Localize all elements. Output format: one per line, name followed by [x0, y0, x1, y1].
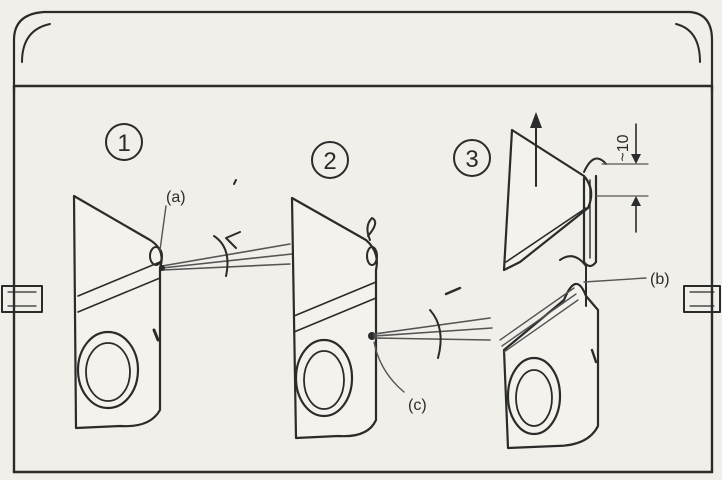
step-2-badge [311, 141, 349, 179]
step-3-number: 3 [465, 146, 478, 173]
step-2-illustration: 2 (c) [290, 141, 493, 440]
step-1-illustration: 1 (a) [72, 123, 293, 430]
callout-c-label: (c) [408, 397, 427, 414]
callout-a-label: (a) [166, 189, 186, 206]
step-3-badge [453, 139, 491, 177]
step-3-illustration: 3 ~10 (b) [453, 112, 670, 450]
callout-b-label: (b) [650, 271, 670, 288]
step-2-number: 2 [323, 148, 336, 175]
dimension-label: ~10 [615, 134, 632, 161]
step-1-badge [105, 123, 143, 161]
housing-frame [1, 10, 721, 474]
step-1-number: 1 [117, 130, 130, 157]
